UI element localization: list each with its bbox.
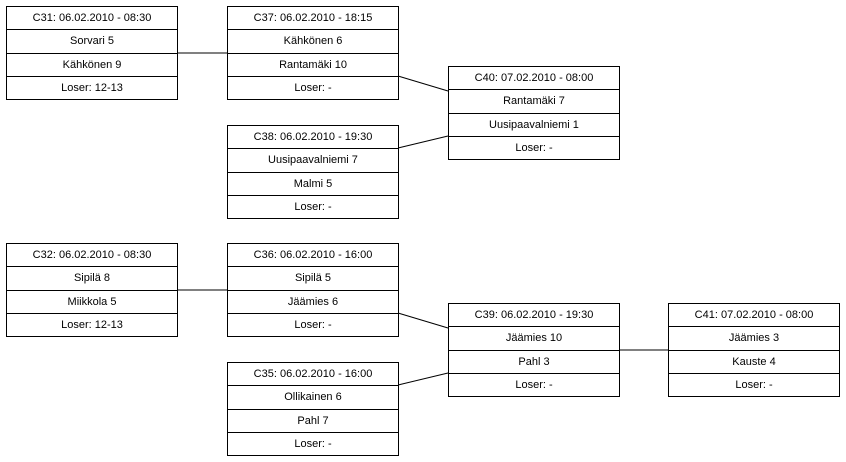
connector-c36-c39: [397, 312, 449, 329]
connector-c35-c39: [397, 372, 449, 386]
team-1: Kähkönen 6: [228, 30, 398, 54]
match-header: C35: 06.02.2010 - 16:00: [228, 363, 398, 387]
match-box-c31: C31: 06.02.2010 - 08:30 Sorvari 5 Kähkön…: [6, 6, 178, 100]
match-header: C32: 06.02.2010 - 08:30: [7, 244, 177, 268]
match-header: C38: 06.02.2010 - 19:30: [228, 126, 398, 150]
team-2: Miikkola 5: [7, 291, 177, 314]
loser-label: Loser: -: [515, 141, 553, 154]
loser-label: Loser: -: [294, 437, 332, 450]
team-1: Ollikainen 6: [228, 386, 398, 410]
match-box-c36: C36: 06.02.2010 - 16:00 Sipilä 5 Jäämies…: [227, 243, 399, 337]
loser-label: Loser: -: [515, 378, 553, 391]
team-1: Sipilä 5: [228, 267, 398, 291]
team-2: Malmi 5: [228, 173, 398, 196]
match-box-c40: C40: 07.02.2010 - 08:00 Rantamäki 7 Uusi…: [448, 66, 620, 160]
match-box-c41: C41: 07.02.2010 - 08:00 Jäämies 3 Kauste…: [668, 303, 840, 397]
match-box-c32: C32: 06.02.2010 - 08:30 Sipilä 8 Miikkol…: [6, 243, 178, 337]
team-2: Rantamäki 10: [228, 54, 398, 77]
match-box-c35: C35: 06.02.2010 - 16:00 Ollikainen 6 Pah…: [227, 362, 399, 456]
team-1: Rantamäki 7: [449, 90, 619, 114]
loser-label: Loser: 12-13: [61, 81, 123, 94]
team-1: Sorvari 5: [7, 30, 177, 54]
match-header: C39: 06.02.2010 - 19:30: [449, 304, 619, 328]
team-2: Kauste 4: [669, 351, 839, 374]
team-1: Jäämies 10: [449, 327, 619, 351]
team-2: Kähkönen 9: [7, 54, 177, 77]
team-2: Pahl 7: [228, 410, 398, 433]
team-1: Uusipaavalniemi 7: [228, 149, 398, 173]
match-header: C36: 06.02.2010 - 16:00: [228, 244, 398, 268]
team-2: Uusipaavalniemi 1: [449, 114, 619, 137]
loser-label: Loser: 12-13: [61, 318, 123, 331]
match-header: C37: 06.02.2010 - 18:15: [228, 7, 398, 31]
match-header: C40: 07.02.2010 - 08:00: [449, 67, 619, 91]
team-1: Sipilä 8: [7, 267, 177, 291]
loser-label: Loser: -: [294, 200, 332, 213]
match-header: C41: 07.02.2010 - 08:00: [669, 304, 839, 328]
team-2: Jäämies 6: [228, 291, 398, 314]
team-2: Pahl 3: [449, 351, 619, 374]
match-box-c39: C39: 06.02.2010 - 19:30 Jäämies 10 Pahl …: [448, 303, 620, 397]
match-box-c37: C37: 06.02.2010 - 18:15 Kähkönen 6 Ranta…: [227, 6, 399, 100]
connector-c38-c40: [397, 135, 449, 149]
loser-label: Loser: -: [294, 318, 332, 331]
match-header: C31: 06.02.2010 - 08:30: [7, 7, 177, 31]
loser-label: Loser: -: [735, 378, 773, 391]
match-box-c38: C38: 06.02.2010 - 19:30 Uusipaavalniemi …: [227, 125, 399, 219]
team-1: Jäämies 3: [669, 327, 839, 351]
loser-label: Loser: -: [294, 81, 332, 94]
connector-c37-c40: [397, 75, 449, 92]
